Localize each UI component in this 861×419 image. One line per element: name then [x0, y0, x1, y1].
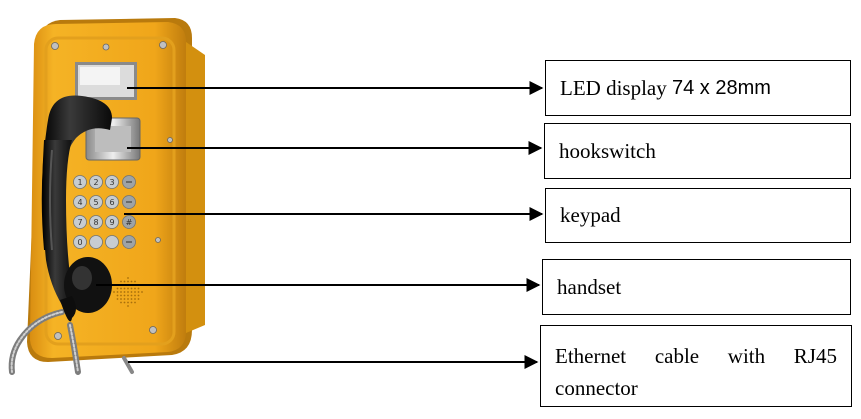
keypad-key-label: 9: [109, 218, 114, 227]
keypad-key: [89, 235, 103, 249]
screws: [51, 41, 173, 340]
speaker-hole: [123, 287, 126, 290]
speaker-hole: [137, 294, 140, 297]
speaker-hole: [134, 280, 136, 283]
ethernet-word: RJ45: [793, 344, 837, 368]
speaker-hole: [120, 287, 122, 290]
speaker-hole: [123, 280, 126, 283]
keypad-key: [105, 195, 119, 209]
speaker-hole: [116, 291, 119, 293]
ethernet-word: cable: [654, 344, 700, 368]
speaker-hole: [130, 280, 133, 283]
speaker-hole: [116, 294, 119, 297]
keypad-key: [89, 215, 103, 229]
speaker-hole: [127, 280, 129, 283]
keypad-key: [122, 215, 136, 229]
speaker-hole: [123, 291, 126, 293]
speaker-hole: [134, 291, 136, 293]
keypad-key-label: #: [126, 218, 133, 227]
speaker-hole: [137, 287, 140, 290]
callout-hookswitch: hookswitch: [544, 123, 851, 179]
speaker-hole: [130, 287, 133, 290]
ethernet-word: with: [727, 344, 766, 368]
keypad-key: [73, 195, 87, 209]
keypad: 1 2 3 4 5 6 7 8 9 #0: [73, 175, 136, 249]
speaker-hole: [134, 298, 136, 300]
speaker-hole: [141, 291, 143, 293]
keypad-key-label: 3: [109, 178, 114, 187]
speaker-hole: [123, 294, 126, 297]
handset-label: handset: [557, 274, 622, 299]
speaker-hole: [137, 291, 140, 293]
speaker-hole: [130, 291, 133, 293]
led-display-label: LED display: [560, 75, 667, 100]
keypad-key-label: 8: [93, 218, 98, 227]
speaker-hole: [130, 301, 133, 304]
speaker-hole: [127, 287, 129, 290]
speaker-hole: [120, 291, 122, 293]
keypad-key: [89, 175, 103, 189]
speaker-hole: [120, 301, 122, 304]
keypad-key: [105, 235, 119, 249]
keypad-key-label: 0: [77, 238, 82, 247]
keypad-key: [73, 175, 87, 189]
callout-handset: handset: [542, 259, 851, 315]
speaker-hole: [134, 287, 136, 290]
speaker-hole: [123, 298, 126, 300]
ethernet-label-line2: connector: [555, 376, 638, 400]
ethernet-label-line1: Ethernet cable with RJ45: [555, 340, 837, 372]
speaker-hole: [120, 294, 122, 297]
keypad-key: [105, 175, 119, 189]
callout-keypad: keypad: [545, 188, 851, 243]
ethernet-word: Ethernet: [555, 344, 627, 368]
led-display-spec: 74 x 28mm: [671, 76, 771, 99]
speaker-hole: [137, 298, 140, 300]
keypad-label: keypad: [560, 203, 621, 227]
keypad-key-label: 4: [77, 198, 82, 207]
handset: [41, 95, 112, 322]
callout-arrows: [96, 81, 544, 369]
speaker-hole: [116, 298, 119, 300]
speaker-hole: [134, 301, 136, 304]
keypad-key: [89, 195, 103, 209]
keypad-key-label: 1: [77, 178, 82, 187]
speaker-hole: [120, 298, 122, 300]
speaker-hole: [127, 298, 129, 300]
hookswitch-cradle: [85, 117, 141, 161]
hookswitch-label: hookswitch: [559, 138, 656, 163]
speaker-hole: [127, 305, 129, 307]
keypad-key-label: 2: [93, 178, 98, 187]
speaker-hole: [127, 291, 129, 293]
speaker-hole: [113, 291, 115, 293]
keypad-key: [73, 215, 87, 229]
keypad-key: [73, 235, 87, 249]
speaker-hole: [123, 301, 126, 304]
speaker-hole: [127, 277, 129, 279]
callout-led-display: LED display 74 x 28mm: [545, 60, 851, 116]
keypad-key: [105, 215, 119, 229]
speaker-hole: [130, 298, 133, 300]
keypad-key-label: 6: [109, 198, 114, 207]
armored-cable: [8, 309, 134, 375]
callout-ethernet: Ethernet cable with RJ45 connector: [540, 325, 852, 407]
speaker-hole: [127, 294, 129, 297]
speaker-hole: [116, 287, 119, 290]
speaker-hole: [130, 294, 133, 297]
speaker-hole: [127, 301, 129, 304]
keypad-key-label: 5: [93, 198, 98, 207]
led-display: [75, 62, 137, 100]
speaker-hole: [120, 280, 122, 283]
keypad-key-label: 7: [77, 218, 82, 227]
speaker-hole: [134, 294, 136, 297]
